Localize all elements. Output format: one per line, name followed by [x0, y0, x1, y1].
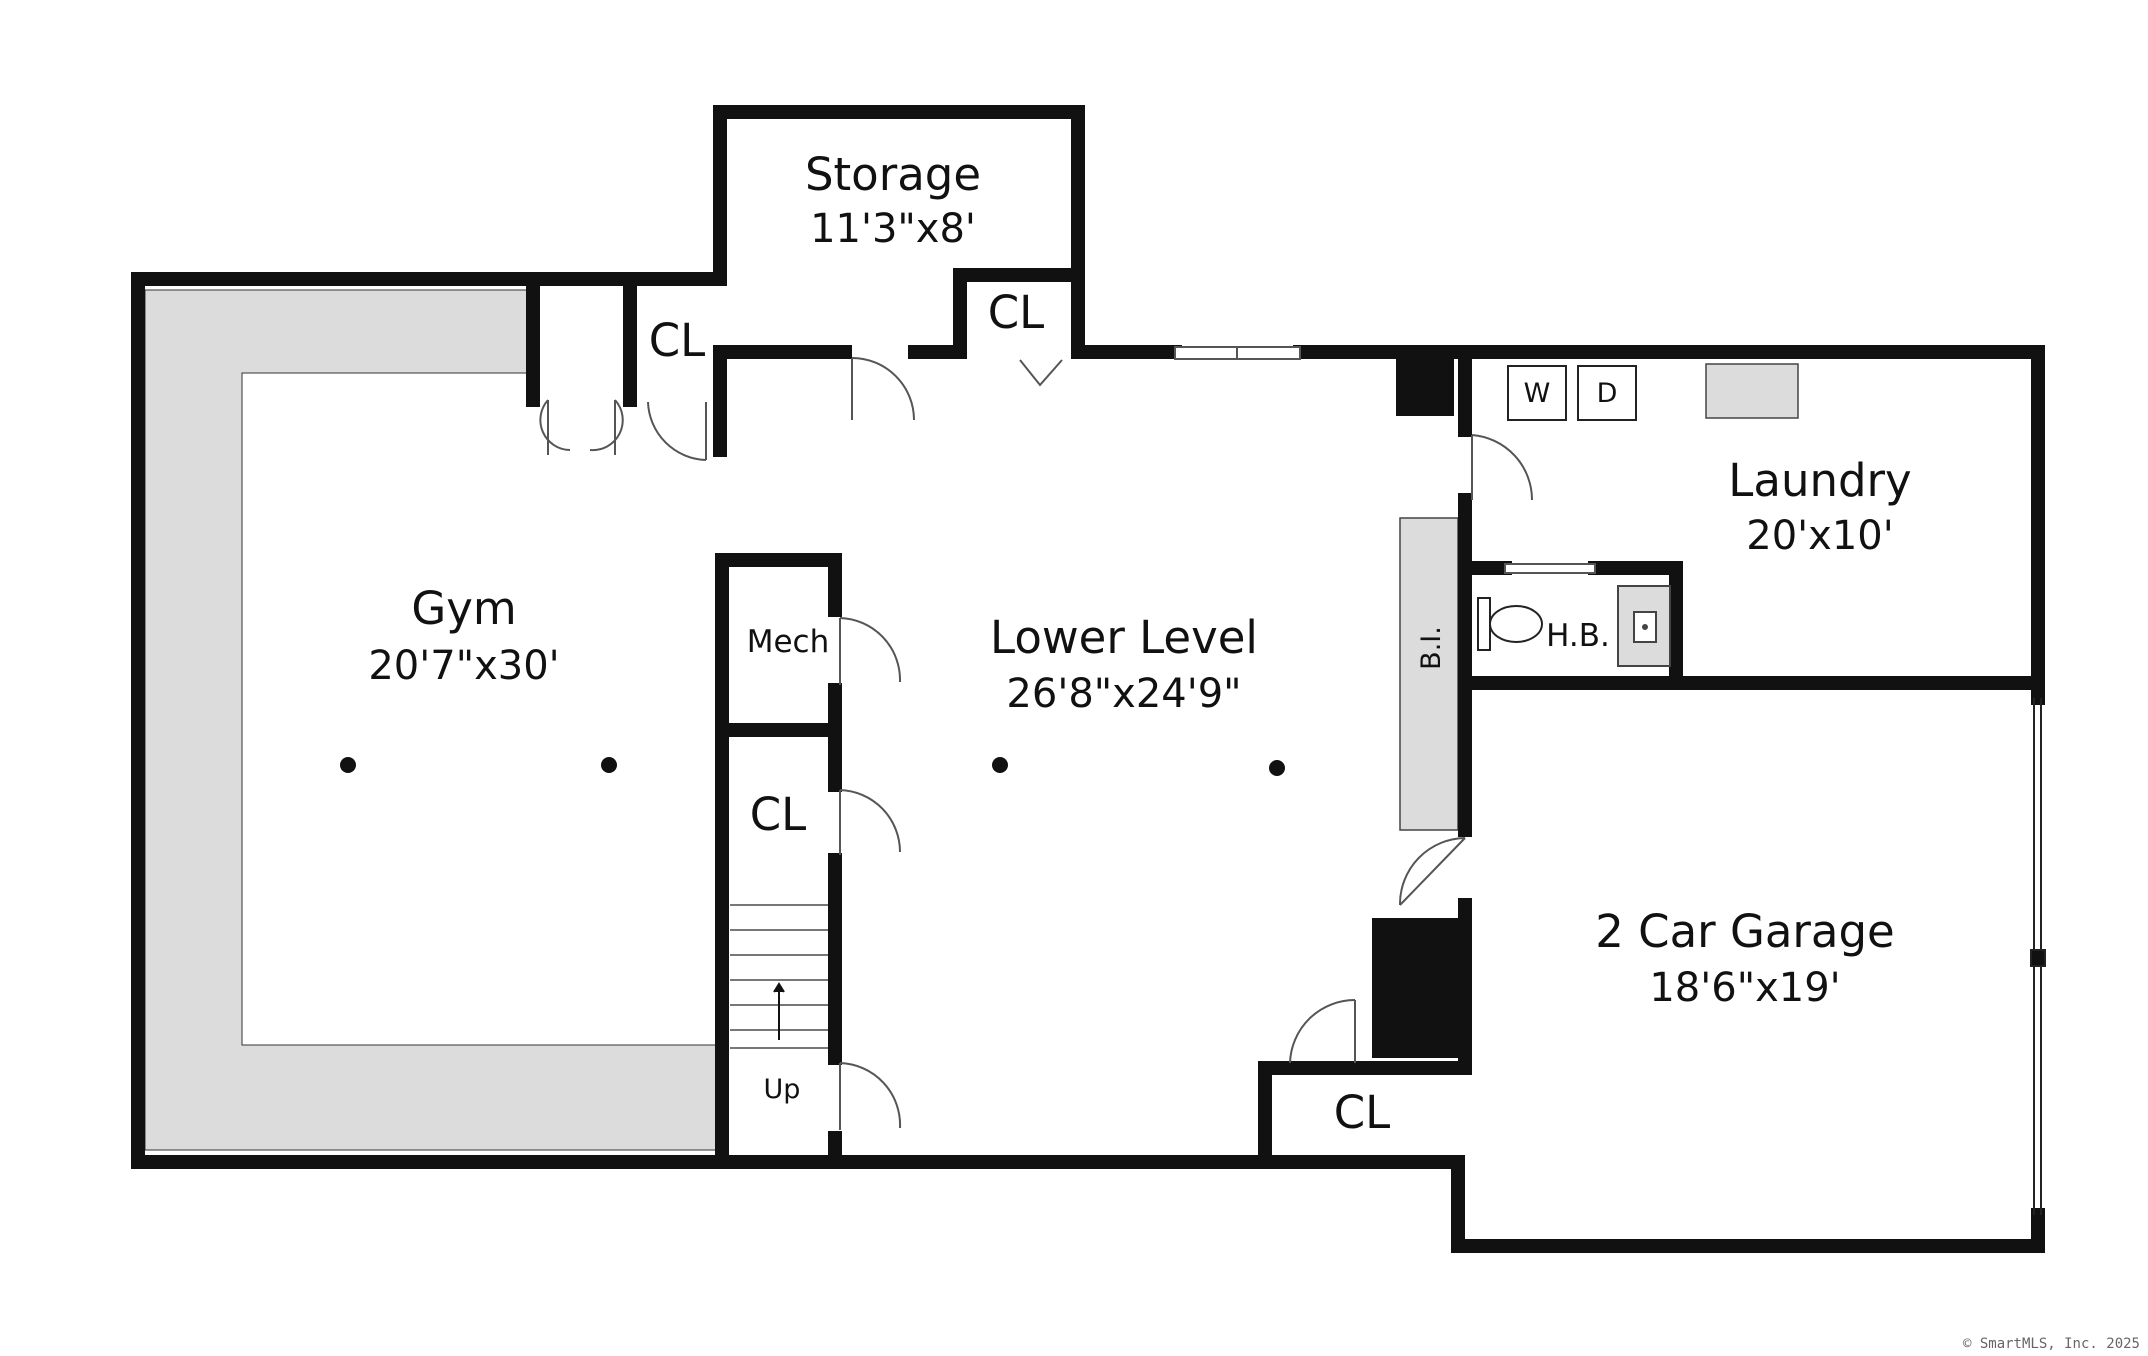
- bottom-cl-label: CL: [1334, 1086, 1391, 1139]
- support-columns: [340, 757, 1285, 776]
- garage-dims: 18'6"x19': [1649, 965, 1840, 1011]
- chimney-block-bottom: [1372, 918, 1458, 1058]
- garage-door: [2030, 698, 2046, 1215]
- lower-level-dims: 26'8"x24'9": [1006, 671, 1241, 717]
- mech-label: Mech: [747, 624, 830, 660]
- laundry-name: Laundry: [1728, 454, 1911, 507]
- sliding-door-bath: [1504, 563, 1596, 574]
- storage-dims: 11'3"x8': [810, 206, 976, 252]
- garage-name: 2 Car Garage: [1595, 905, 1895, 958]
- sink-icon: [1617, 585, 1671, 667]
- storage-name: Storage: [805, 148, 981, 201]
- half-bath-label: H.B.: [1546, 618, 1610, 654]
- washer-label: W: [1524, 378, 1551, 409]
- toilet-icon: [1477, 597, 1543, 651]
- copyright-text: © SmartMLS, Inc. 2025: [1963, 1336, 2140, 1352]
- built-in-label: B.I.: [1416, 626, 1447, 670]
- stairs: [730, 904, 828, 1049]
- gym-dims: 20'7"x30': [368, 643, 559, 689]
- laundry-counter: [1705, 363, 1799, 419]
- laundry-dims: 20'x10': [1746, 513, 1893, 559]
- dryer-label: D: [1597, 378, 1618, 409]
- storage-cl-label: CL: [988, 286, 1045, 339]
- lower-level-name: Lower Level: [990, 611, 1258, 664]
- stair-cl-label: CL: [750, 788, 807, 841]
- gym-cl-label: CL: [649, 314, 706, 367]
- walls: [131, 105, 2045, 1253]
- gym-name: Gym: [411, 582, 516, 635]
- doors: [539, 357, 1534, 1130]
- stairs-up-label: Up: [764, 1074, 801, 1105]
- washer-dryer: [1507, 365, 1637, 421]
- built-in-cabinet: [1399, 517, 1459, 831]
- chimney-block-top: [1396, 358, 1454, 416]
- window-top: [1174, 346, 1301, 360]
